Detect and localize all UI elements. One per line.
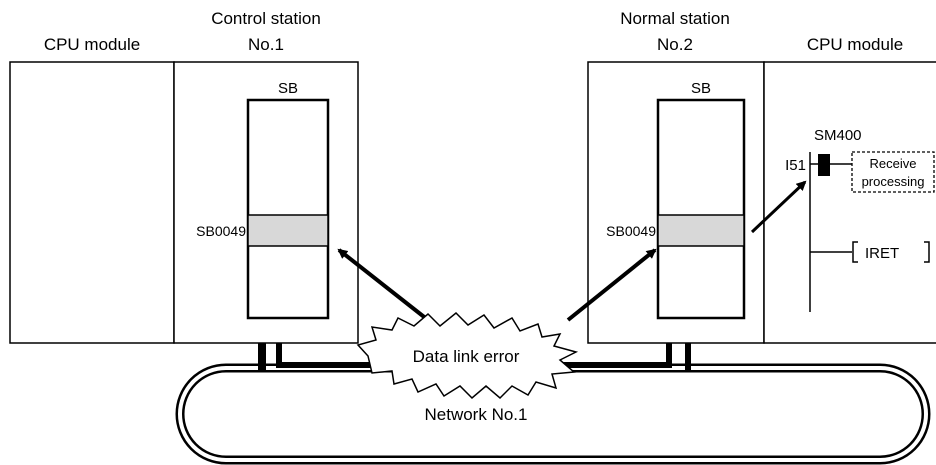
- sm400-label: SM400: [814, 127, 862, 144]
- processing-label: processing: [862, 174, 925, 189]
- left-cpu-label: CPU module: [44, 35, 140, 54]
- ladder-program: [809, 151, 935, 312]
- left-station-cable: [258, 343, 380, 370]
- network-label: Network No.1: [425, 405, 528, 424]
- left-sb-box: [246, 98, 330, 320]
- left-sb0049-cell: [247, 214, 329, 247]
- left-sb-address: SB0049: [196, 223, 246, 239]
- left-sb-label: SB: [278, 80, 298, 97]
- normal-station-title: Normal station: [620, 9, 730, 28]
- data-link-error-label: Data link error: [413, 347, 520, 366]
- iret-left-bracket: [852, 241, 858, 263]
- receive-label: Receive: [870, 156, 917, 171]
- right-sb-box: [656, 98, 746, 320]
- arrow-to-left-sb: [337, 248, 430, 322]
- right-cpu-label: CPU module: [807, 35, 903, 54]
- i51-label: I51: [785, 157, 806, 174]
- iret-label: IRET: [865, 245, 899, 262]
- sm400-contact: [818, 154, 830, 176]
- right-sb0049-cell: [657, 214, 745, 247]
- arrow-to-right-sb: [566, 248, 657, 322]
- data-link-error-burst: [356, 311, 579, 400]
- receive-processing-box: [851, 151, 935, 193]
- right-sb-label: SB: [691, 80, 711, 97]
- normal-station-number: No.2: [657, 35, 693, 54]
- arrow-to-ladder: [750, 180, 807, 234]
- control-station-title: Control station: [211, 9, 321, 28]
- left-cpu-module: [9, 61, 175, 344]
- right-sb-address: SB0049: [606, 223, 656, 239]
- right-station-cable: [560, 343, 691, 370]
- iret-right-bracket: [924, 241, 930, 263]
- control-station-number: No.1: [248, 35, 284, 54]
- right-cpu-module: [763, 61, 936, 344]
